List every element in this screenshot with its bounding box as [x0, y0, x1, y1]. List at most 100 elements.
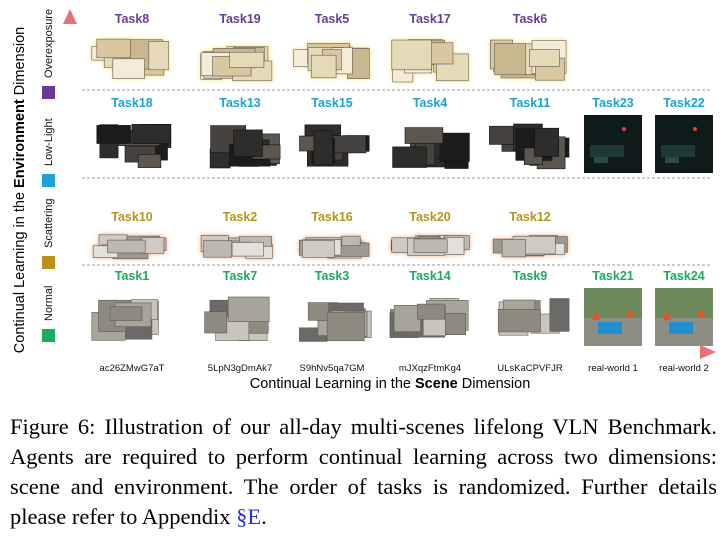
x-axis-title: Continual Learning in the Scene Dimensio… — [250, 376, 531, 392]
task-label: Task6 — [513, 12, 548, 26]
real-world-photo — [655, 115, 713, 173]
legend-label-overexposure: Overexposure — [43, 9, 55, 78]
scene-floorplan-image — [96, 124, 172, 168]
task-cell: Task9 — [497, 269, 570, 336]
task-label: Task7 — [223, 269, 258, 283]
task-label: Task12 — [509, 210, 551, 224]
legend-swatch-low-light — [42, 174, 55, 187]
task-label: Task13 — [219, 96, 261, 110]
task-cell: Task5 — [293, 12, 370, 80]
scene-floorplan-image — [299, 302, 372, 342]
task-label: Task1 — [115, 269, 150, 283]
scene-floorplan-image — [489, 123, 570, 170]
legend-swatch-overexposure — [42, 86, 55, 99]
real-world-photo — [584, 115, 642, 173]
scene-floorplan-image — [293, 43, 370, 80]
legend-swatch-normal — [42, 329, 55, 342]
task-label: Task11 — [510, 96, 551, 110]
row-dividers — [82, 89, 712, 266]
figure-caption: Figure 6: Illustration of our all-day mu… — [10, 412, 717, 532]
scene-floorplan-image — [299, 124, 370, 167]
task-label: Task23 — [592, 96, 634, 110]
task-cell: Task24 — [655, 269, 713, 346]
scene-label: 5LpN3gDmAk7 — [208, 363, 272, 374]
scene-floorplan-image — [492, 235, 568, 258]
task-cell: Task6 — [489, 12, 567, 81]
caption-text: Figure 6: Illustration of our all-day mu… — [10, 414, 717, 529]
scene-floorplan-image — [200, 46, 273, 82]
task-label: Task9 — [513, 269, 548, 283]
scene-labels: ac26ZMwG7aT 5LpN3gDmAk7 S9hNv5qa7GM mJXqzFt… — [100, 363, 709, 374]
task-label: Task3 — [315, 269, 350, 283]
real-world-photo — [655, 288, 713, 346]
task-label: Task22 — [663, 96, 705, 110]
scene-label: S9hNv5qa7GM — [300, 363, 365, 374]
scene-floorplan-image — [91, 38, 169, 79]
task-label: Task16 — [311, 210, 353, 224]
task-cell: Task18 — [96, 96, 172, 168]
task-cell: Task4 — [392, 96, 470, 169]
task-label: Task5 — [315, 12, 350, 26]
task-cell: Task8 — [91, 12, 169, 79]
y-axis — [63, 9, 77, 352]
task-cell: Task10 — [92, 210, 167, 260]
task-label: Task14 — [409, 269, 451, 283]
task-cell: Task12 — [492, 210, 568, 258]
task-label: Task24 — [663, 269, 705, 283]
benchmark-figure: Continual Learning in the Environment Di… — [12, 9, 716, 392]
task-cell: Task1 — [91, 269, 159, 341]
appendix-link[interactable]: §E — [236, 504, 262, 529]
task-label: Task17 — [409, 12, 451, 26]
legend-label-scattering: Scattering — [43, 198, 55, 248]
scene-label: real-world 2 — [659, 363, 709, 374]
task-cell: Task19 — [200, 12, 273, 82]
task-cell: Task17 — [391, 12, 469, 83]
scene-floorplan-image — [389, 298, 469, 338]
scene-floorplan-image — [204, 296, 270, 341]
environment-legend: Normal Scattering Low-Light Overexposure — [42, 9, 55, 342]
task-label: Task8 — [115, 12, 150, 26]
scene-floorplan-image — [209, 125, 281, 169]
scene-floorplan-image — [392, 127, 470, 169]
task-cell: Task7 — [204, 269, 270, 341]
scene-floorplan-image — [91, 299, 159, 341]
task-cell: Task20 — [390, 210, 470, 256]
task-label: Task19 — [219, 12, 261, 26]
task-cell: Task11 — [489, 96, 570, 170]
scene-label: real-world 1 — [588, 363, 638, 374]
task-label: Task4 — [413, 96, 448, 110]
task-label: Task21 — [592, 269, 634, 283]
scene-label: ULsKaCPVFJR — [497, 363, 563, 374]
legend-swatch-scattering — [42, 256, 55, 269]
task-grid: Task1 Task7 Task3 Task14 Task9 Task21 Task24 Ta… — [91, 12, 713, 346]
task-label: Task2 — [223, 210, 258, 224]
legend-label-low-light: Low-Light — [43, 118, 55, 166]
task-cell: Task23 — [584, 96, 642, 173]
task-label: Task15 — [311, 96, 353, 110]
x-axis — [70, 345, 716, 359]
task-cell: Task22 — [655, 96, 713, 173]
task-label: Task20 — [409, 210, 451, 224]
task-cell: Task21 — [584, 269, 642, 346]
scene-label: mJXqzFtmKg4 — [399, 363, 461, 374]
task-label: Task10 — [111, 210, 153, 224]
caption-end: . — [261, 504, 267, 529]
scene-floorplan-image — [92, 234, 167, 260]
legend-label-normal: Normal — [43, 286, 55, 321]
scene-floorplan-image — [497, 298, 570, 336]
y-axis-title: Continual Learning in the Environment Di… — [12, 27, 28, 353]
scene-floorplan-image — [390, 235, 470, 256]
scene-floorplan-image — [489, 39, 567, 81]
task-cell: Task13 — [209, 96, 281, 169]
task-cell: Task14 — [389, 269, 469, 338]
scene-label: ac26ZMwG7aT — [100, 363, 165, 374]
task-label: Task18 — [111, 96, 153, 110]
scene-floorplan-image — [298, 235, 370, 259]
task-cell: Task16 — [298, 210, 370, 259]
task-cell: Task3 — [299, 269, 372, 342]
task-cell: Task15 — [299, 96, 370, 167]
real-world-photo — [584, 288, 642, 346]
scene-floorplan-image — [391, 39, 469, 83]
task-cell: Task2 — [200, 210, 273, 259]
scene-floorplan-image — [200, 235, 273, 259]
